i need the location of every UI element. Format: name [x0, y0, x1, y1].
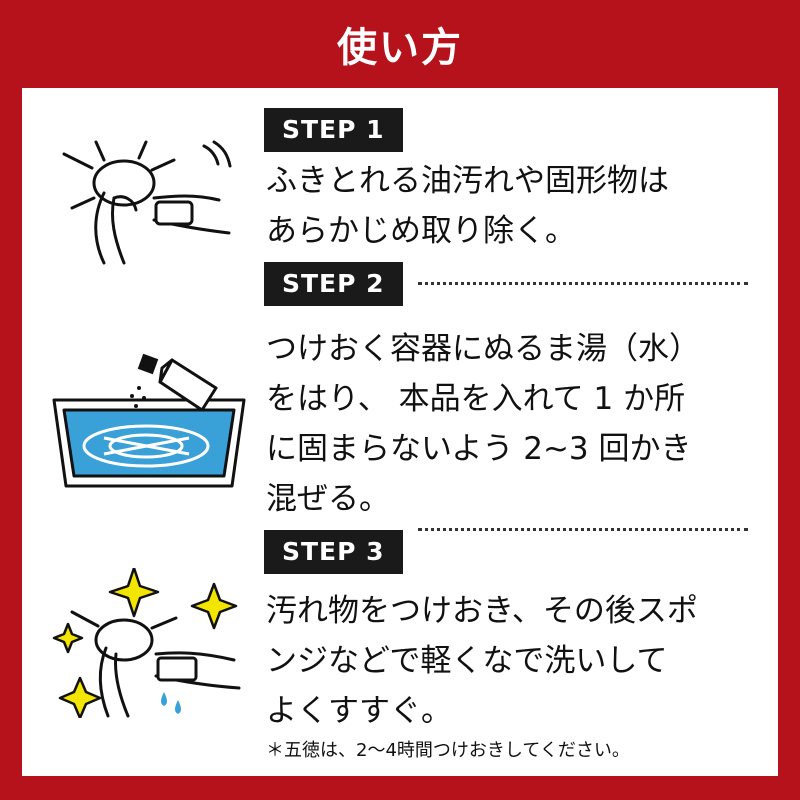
step-1: STEP 1 ふきとれる油汚れや固形物は あらかじめ取り除く。	[22, 88, 778, 268]
step-3: STEP 3 汚れ物をつけおき、その後スポ ンジなどで軽くなで洗いして よくすす…	[22, 528, 778, 738]
basin-soak-icon	[52, 353, 246, 488]
hands-rinse-sparkle-icon	[52, 568, 241, 718]
divider-2	[418, 528, 748, 531]
step-1-label: STEP 1	[264, 108, 403, 152]
header: 使い方	[0, 0, 800, 88]
content-panel: STEP 1 ふきとれる油汚れや固形物は あらかじめ取り除く。	[22, 88, 778, 776]
step-1-text: ふきとれる油汚れや固形物は あらかじめ取り除く。	[266, 163, 669, 249]
step-3-label: STEP 3	[264, 530, 403, 574]
divider-1	[418, 282, 748, 285]
page-title: 使い方	[337, 25, 463, 71]
footnote: ＊五徳は、2～4時間つけおきしてください。	[266, 740, 630, 761]
step-2-label: STEP 2	[264, 262, 403, 306]
step-2-text: つけおく容器にぬるま湯（水） をはり、 本品を入れて 1 か所 に固まらないよう…	[266, 331, 700, 517]
step-3-text: 汚れ物をつけおき、その後スポ ンジなどで軽くなで洗いして よくすすぐ。	[266, 593, 698, 729]
step-2: STEP 2 つけおく容器にぬるま湯（水） をはり、 本品を入れて 1 か所 に…	[22, 262, 778, 532]
hands-scraping-icon	[62, 140, 232, 265]
